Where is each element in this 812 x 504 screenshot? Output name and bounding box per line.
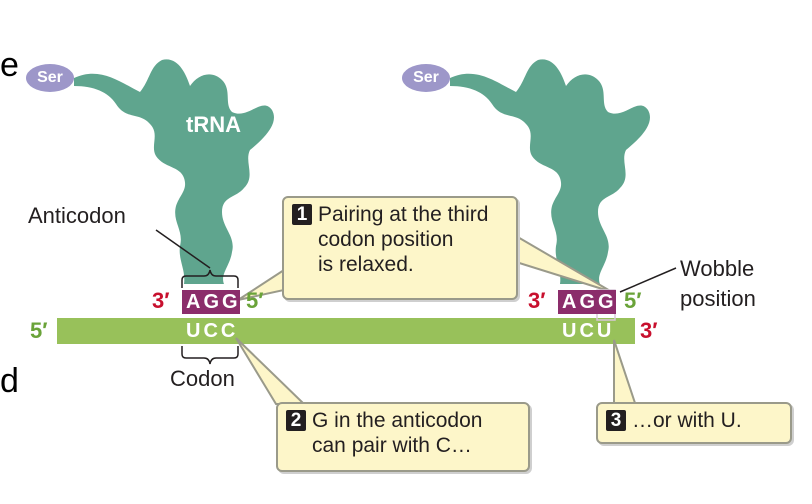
mrna-strand (57, 318, 635, 344)
codon-label: Codon (170, 366, 235, 391)
callout-1-line1: 1 Pairing at the third (292, 202, 508, 227)
callout-3-number: 3 (606, 410, 626, 431)
ser-badge-right: Ser (402, 64, 450, 92)
anticodon-leader (155, 229, 211, 269)
callout-3-text1: …or with U. (632, 409, 742, 432)
anticodon-label: Anticodon (28, 203, 126, 228)
codon-brace (181, 346, 239, 365)
ser-badge-left: Ser (26, 64, 74, 92)
callout-1: 1 Pairing at the third codon position is … (282, 196, 518, 300)
anticodon-left: AGG (182, 290, 240, 314)
anticodon-left-5prime: 5′ (246, 288, 264, 313)
wobble-leader (619, 267, 677, 293)
wobble-label-line2: position (680, 286, 756, 311)
trna-left-shape (74, 59, 274, 284)
callout-1-text1: Pairing at the third (318, 203, 489, 226)
mrna-5prime: 5′ (30, 318, 48, 343)
side-text-bottom: d (0, 362, 19, 400)
callout-3-line1: 3 …or with U. (606, 408, 782, 433)
anticodon-brace (181, 269, 239, 288)
callout-1-number: 1 (292, 204, 312, 225)
anticodon-right-5prime: 5′ (624, 288, 642, 313)
trna-right-shape (450, 59, 650, 284)
callout-2-number: 2 (286, 410, 306, 431)
codon-right: UCU (562, 320, 615, 342)
callout-2-line2: can pair with C… (312, 434, 472, 457)
callout-1-line3: is relaxed. (318, 253, 414, 276)
codon-left: UCC (186, 320, 239, 342)
anticodon-right: AGG (558, 290, 616, 314)
callout-2-text1: G in the anticodon (312, 409, 483, 432)
callout-2: 2 G in the anticodon can pair with C… (276, 402, 530, 472)
callout-2-line1: 2 G in the anticodon (286, 408, 520, 433)
mrna-3prime: 3′ (640, 318, 658, 343)
callout-3: 3 …or with U. (596, 402, 792, 444)
anticodon-right-3prime: 3′ (528, 288, 546, 313)
wobble-label-line1: Wobble (680, 256, 755, 281)
callout-1-line2: codon position (318, 228, 454, 251)
callout3-pointer (613, 339, 638, 407)
anticodon-left-3prime: 3′ (152, 288, 170, 313)
callout2-pointer (235, 337, 307, 405)
side-text-top: e (0, 46, 19, 84)
trna-label: tRNA (186, 112, 241, 137)
